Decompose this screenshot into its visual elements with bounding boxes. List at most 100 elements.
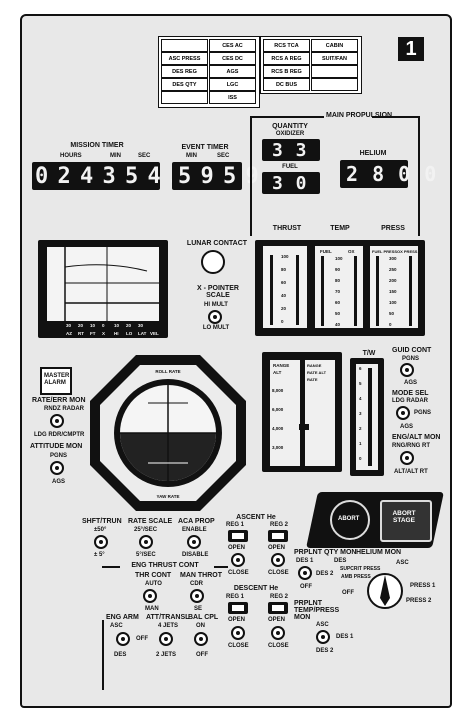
x-pointer-scale-switch[interactable] [208, 310, 222, 324]
eng-arm-top: ASC [110, 623, 123, 629]
caution-light-left-6: DES QTY [161, 78, 208, 91]
fdai-bezel [88, 353, 248, 513]
oxidizer-qty-value: 3 3 [272, 140, 308, 161]
eng-arm-mid: OFF [136, 636, 148, 642]
tw-needle [368, 368, 372, 466]
att-transl-title: ATT/TRANSL [146, 614, 190, 621]
guid-cont-top: PGNS [402, 356, 420, 362]
ascent-he-reg1-flag [228, 530, 248, 542]
eng-alt-mon-switch[interactable] [400, 451, 414, 465]
range-tick-2: 4,000 [272, 426, 284, 431]
prplnt-qty-mon-title: PRPLNT QTY MON [294, 549, 357, 556]
main-propulsion-bracket-right-v [418, 116, 420, 236]
range-tape [270, 360, 300, 466]
press-needle-fuel [376, 256, 379, 326]
helium-mon-rotary-knob[interactable] [366, 572, 404, 610]
thrust-needle-2 [296, 255, 299, 325]
oxidizer-qty-display [262, 139, 320, 161]
mode-sel-switch[interactable] [396, 406, 410, 420]
mode-sel-title: MODE SEL [392, 390, 429, 397]
aca-prop-switch[interactable] [187, 535, 201, 549]
thrust-tick-2: 60 [281, 280, 287, 285]
x-pointer-scale-tick-5: 20 [126, 323, 132, 328]
prplnt-qty-mon-switch[interactable] [298, 566, 312, 580]
helium-mon-amb: AMB PRESS [341, 574, 371, 580]
x-pointer-scale-tick-9: FT [90, 331, 96, 336]
eng-arm-switch[interactable] [116, 632, 130, 646]
caution-light-right-7 [311, 78, 358, 91]
descent-he-reg1-switch[interactable] [231, 626, 245, 640]
tw-tick-4: 2 [359, 426, 362, 431]
x-pointer-scale-tick-11: HI [114, 331, 119, 336]
attitude-mon-top: PGNS [50, 453, 68, 459]
mode-sel-bottom: AGS [400, 424, 414, 430]
prplnt-temp-des1: DES 1 [336, 634, 354, 640]
temp-fuel-label: FUEL [320, 249, 332, 254]
lo-mult-label: LO MULT [202, 325, 230, 331]
range-pointer [299, 424, 309, 430]
thrust-tick-5: 0 [281, 319, 284, 324]
tw-tick-3: 3 [359, 411, 362, 416]
thr-cont-top: AUTO [145, 581, 162, 587]
press-tick-0: 300 [389, 256, 397, 261]
man-throt-bottom: SE [194, 606, 203, 612]
master-alarm-button[interactable] [40, 367, 72, 395]
att-transl-switch[interactable] [159, 632, 173, 646]
lunar-contact-label: LUNAR CONTACT [186, 240, 248, 247]
master-alarm-label: MASTER ALARM [44, 373, 70, 386]
thrust-tick-0: 100 [281, 254, 289, 259]
x-pointer-scale-tick-2: 10 [90, 323, 96, 328]
thr-cont-switch[interactable] [143, 589, 157, 603]
range-rate-label: RANGE RATE ALT RATE [307, 363, 327, 382]
ascent-he-reg2-switch[interactable] [271, 553, 285, 567]
ascent-he-reg2-open: OPEN [268, 545, 286, 551]
fdai-yaw-rate-label: YAW RATE [156, 494, 180, 499]
ascent-he-reg1: REG 1 [226, 522, 245, 528]
bal-cpl-bottom: OFF [196, 652, 208, 658]
range-tick-0: 8,000 [272, 388, 284, 393]
guid-cont-title: GUID CONT [392, 347, 432, 354]
prplnt-temp-switch[interactable] [316, 630, 330, 644]
caution-light-left-4: DES REG [161, 65, 208, 78]
ascent-he-reg1-switch[interactable] [231, 553, 245, 567]
descent-he-title: DESCENT He [233, 585, 279, 592]
abort-stage-button[interactable] [380, 500, 432, 542]
helium-mon-off: OFF [342, 590, 354, 596]
range-tick-1: 6,000 [272, 407, 284, 412]
temp-ox-label: OX [348, 249, 355, 254]
x-pointer-scale-tick-0: 30 [66, 323, 72, 328]
caution-light-right-2: RCS A REG [263, 52, 310, 65]
rate-scale-title: RATE SCALE [128, 518, 173, 525]
rate-err-mon-title: RATE/ERR MON [32, 397, 86, 404]
caution-light-right-3: SUIT/FAN [311, 52, 358, 65]
temp-tick-0: 100 [335, 256, 343, 261]
main-propulsion-bracket-right [372, 116, 418, 118]
rate-scale-switch[interactable] [139, 535, 153, 549]
descent-he-reg1: REG 1 [226, 594, 245, 600]
temp-label: TEMP [330, 225, 350, 232]
bal-cpl-top: ON [196, 623, 205, 629]
prplnt-qty-mon-bottom: OFF [300, 584, 312, 590]
caution-light-right-6: DC BUS [263, 78, 310, 91]
temp-tick-5: 50 [335, 311, 341, 316]
mission-timer-min-label: MIN [110, 153, 121, 159]
temp-tick-4: 60 [335, 300, 341, 305]
attitude-mon-switch[interactable] [50, 461, 64, 475]
panel-number: 1 [398, 37, 424, 61]
descent-he-reg2-switch[interactable] [271, 626, 285, 640]
descent-he-reg2-flag [268, 602, 288, 614]
tw-tick-6: 0 [359, 456, 362, 461]
bal-cpl-switch[interactable] [194, 632, 208, 646]
guid-cont-switch[interactable] [400, 363, 414, 377]
temp-tick-3: 70 [335, 289, 341, 294]
aca-prop-title: ACA PROP [178, 518, 215, 525]
press-needle-ox [409, 256, 412, 326]
helium-mon-asc: ASC [396, 560, 409, 566]
rate-err-mon-switch[interactable] [50, 414, 64, 428]
shft-trun-switch[interactable] [94, 535, 108, 549]
man-throt-switch[interactable] [190, 589, 204, 603]
caution-light-left-8 [161, 91, 208, 104]
abort-button[interactable] [330, 500, 370, 540]
x-pointer-scale-tick-3: 0 [102, 323, 105, 328]
event-timer-sec-label: SEC [217, 153, 230, 159]
